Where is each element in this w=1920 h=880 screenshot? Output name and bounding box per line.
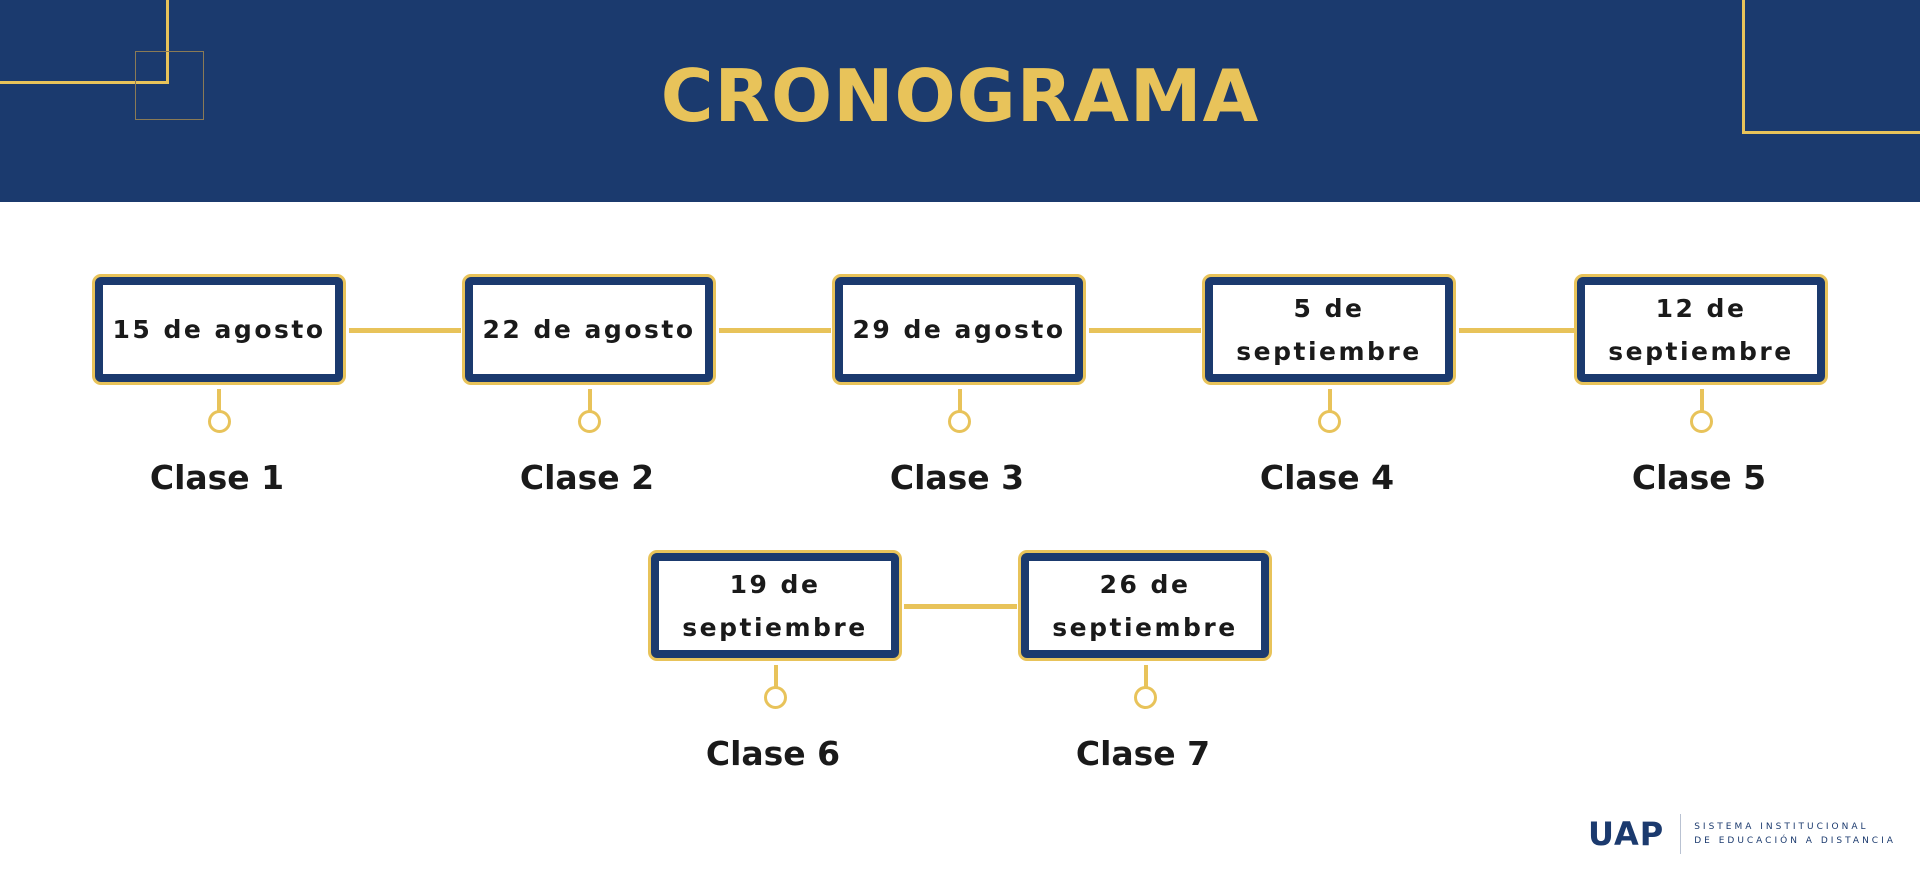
timeline-date: 29 de agosto (843, 285, 1075, 374)
timeline-stem (217, 389, 221, 411)
timeline-node (1318, 410, 1341, 433)
timeline-connector (904, 604, 1017, 609)
timeline-date-box: 26 de septiembre (1018, 550, 1272, 661)
timeline-stem (1328, 389, 1332, 411)
timeline-date-box: 12 de septiembre (1574, 274, 1828, 385)
timeline-class-label: Clase 6 (705, 734, 841, 773)
timeline-node (948, 410, 971, 433)
timeline-node (208, 410, 231, 433)
logo-divider (1680, 814, 1682, 854)
timeline-node (1134, 686, 1157, 709)
timeline-connector (1089, 328, 1201, 333)
timeline-date-box: 19 de septiembre (648, 550, 902, 661)
timeline-stem (1144, 665, 1148, 687)
decorative-frame-top-left (0, 0, 169, 84)
timeline-node (764, 686, 787, 709)
timeline-class-label: Clase 4 (1259, 458, 1395, 497)
timeline-date: 26 de septiembre (1029, 561, 1261, 650)
logo-wordmark: UAP (1588, 815, 1665, 853)
decorative-square-top-left (135, 51, 204, 120)
timeline-connector (719, 328, 831, 333)
page-title: CRONOGRAMA (660, 54, 1260, 138)
timeline-class-label: Clase 7 (1075, 734, 1211, 773)
logo-subtitle: SISTEMA INSTITUCIONAL DE EDUCACIÓN A DIS… (1694, 820, 1896, 848)
decorative-frame-top-right (1742, 0, 1920, 134)
header-banner: CRONOGRAMA (0, 0, 1920, 202)
timeline-class-label: Clase 2 (519, 458, 655, 497)
timeline-stem (774, 665, 778, 687)
timeline-date: 12 de septiembre (1585, 285, 1817, 374)
timeline-connector (349, 328, 461, 333)
logo-subtitle-line: DE EDUCACIÓN A DISTANCIA (1694, 836, 1896, 846)
logo-subtitle-line: SISTEMA INSTITUCIONAL (1694, 822, 1869, 832)
timeline-date-box: 5 de septiembre (1202, 274, 1456, 385)
timeline-date-box: 15 de agosto (92, 274, 346, 385)
timeline-connector (1459, 328, 1574, 333)
timeline-date: 5 de septiembre (1213, 285, 1445, 374)
timeline-stem (1700, 389, 1704, 411)
timeline-stem (958, 389, 962, 411)
timeline-date: 22 de agosto (473, 285, 705, 374)
timeline-date-box: 22 de agosto (462, 274, 716, 385)
timeline-class-label: Clase 5 (1631, 458, 1767, 497)
timeline-node (1690, 410, 1713, 433)
timeline-date: 19 de septiembre (659, 561, 891, 650)
timeline-date-box: 29 de agosto (832, 274, 1086, 385)
timeline-class-label: Clase 1 (149, 458, 285, 497)
timeline-date: 15 de agosto (103, 285, 335, 374)
timeline-class-label: Clase 3 (889, 458, 1025, 497)
institution-logo: UAP SISTEMA INSTITUCIONAL DE EDUCACIÓN A… (1588, 814, 1896, 854)
timeline-node (578, 410, 601, 433)
timeline-stem (588, 389, 592, 411)
